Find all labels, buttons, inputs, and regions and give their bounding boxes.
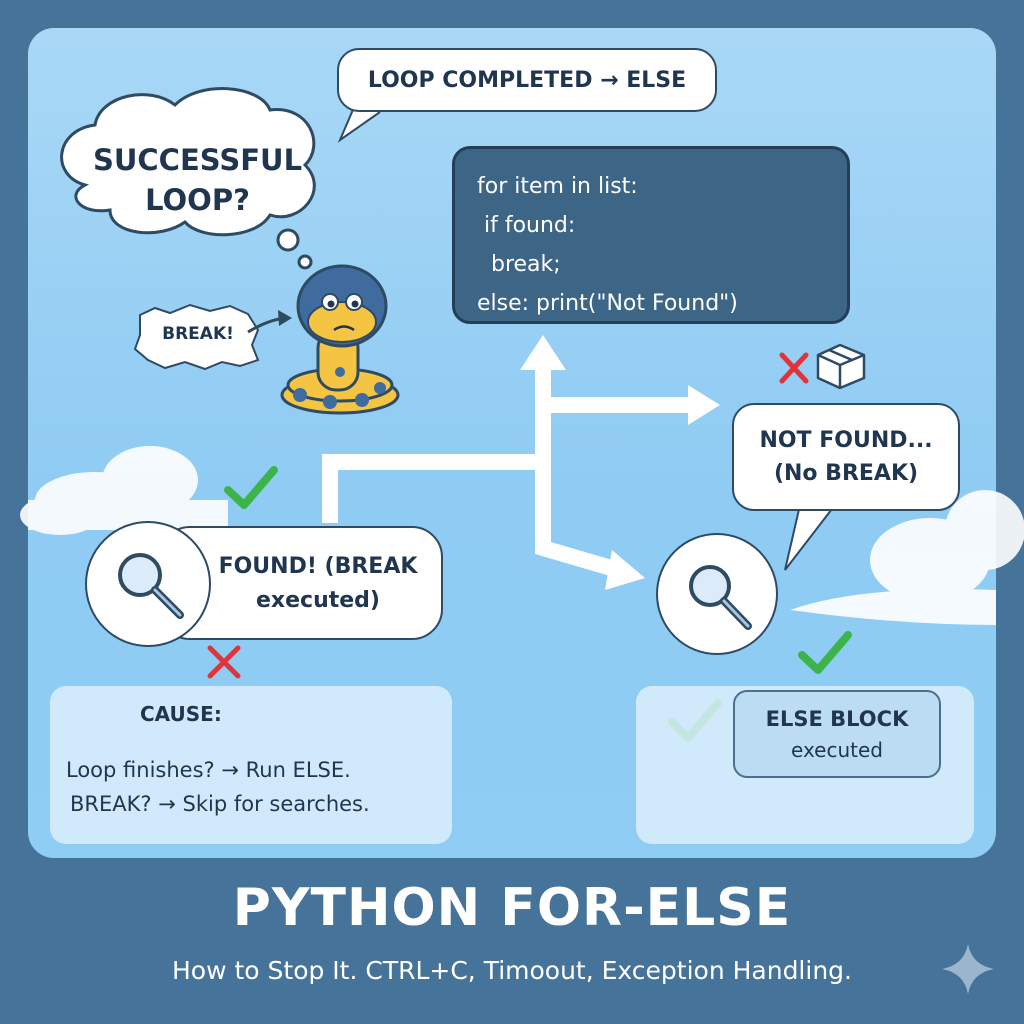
not-found-bubble: NOT FOUND... (No BREAK) bbox=[732, 403, 960, 511]
box-icon bbox=[816, 343, 866, 390]
cause-box: CAUSE: Loop finishes? → Run ELSE. BREAK?… bbox=[50, 686, 452, 844]
cause-heading: CAUSE: bbox=[140, 702, 222, 726]
page-title: PYTHON FOR-ELSE bbox=[232, 878, 792, 938]
cloud-right bbox=[790, 490, 1024, 625]
arrow-head-up bbox=[520, 335, 566, 370]
cloud-left bbox=[20, 446, 228, 535]
cross-icon bbox=[207, 645, 241, 679]
successful-line-2: LOOP? bbox=[145, 183, 250, 217]
arrow-head-right bbox=[688, 385, 720, 425]
search-icon bbox=[689, 565, 752, 630]
successful-loop-text: SUCCESSFUL LOOP? bbox=[70, 140, 325, 220]
loop-completed-bubble: LOOP COMPLETED → ELSE bbox=[337, 48, 717, 112]
sparkle-icon bbox=[942, 944, 994, 994]
successful-line-1: SUCCESSFUL bbox=[92, 143, 303, 177]
code-line-3: break; bbox=[477, 252, 561, 277]
found-line-2: executed) bbox=[256, 588, 380, 613]
loop-bubble-tail bbox=[337, 104, 381, 143]
else-block-title: ELSE BLOCK bbox=[765, 707, 909, 731]
else-block-subtitle: executed bbox=[791, 738, 883, 762]
cause-line-1: Loop finishes? → Run ELSE. bbox=[66, 758, 351, 782]
arrow-head-down-right bbox=[605, 550, 645, 590]
cause-line-2: BREAK? → Skip for searches. bbox=[70, 792, 370, 816]
thought-bubble bbox=[60, 87, 316, 270]
else-block-box: ELSE BLOCK executed bbox=[733, 690, 941, 778]
loop-completed-label: LOOP COMPLETED → ELSE bbox=[367, 67, 687, 93]
code-block: for item in list: if found: break; else:… bbox=[452, 146, 850, 324]
search-icon bbox=[118, 553, 184, 619]
code-line-2: if found: bbox=[477, 213, 576, 238]
not-found-line-2: (No BREAK) bbox=[773, 461, 919, 486]
not-found-line-1: NOT FOUND... bbox=[759, 428, 933, 453]
page-subtitle: How to Stop It. CTRL+C, Timoout, Excepti… bbox=[171, 956, 852, 985]
check-icon bbox=[224, 466, 278, 509]
found-line-1: FOUND! (BREAK bbox=[218, 554, 418, 579]
snake-mascot bbox=[280, 264, 400, 415]
break-burst-label: BREAK! bbox=[162, 324, 234, 344]
cross-icon bbox=[779, 352, 809, 384]
break-burst-bubble bbox=[133, 303, 260, 371]
not-found-bubble-tail bbox=[784, 504, 836, 571]
code-line-4: else: print("Not Found") bbox=[477, 291, 738, 316]
check-icon bbox=[798, 631, 852, 674]
code-line-1: for item in list: bbox=[477, 174, 638, 199]
found-bubble-text: FOUND! (BREAK executed) bbox=[200, 550, 436, 618]
flow-arrows bbox=[322, 357, 698, 580]
